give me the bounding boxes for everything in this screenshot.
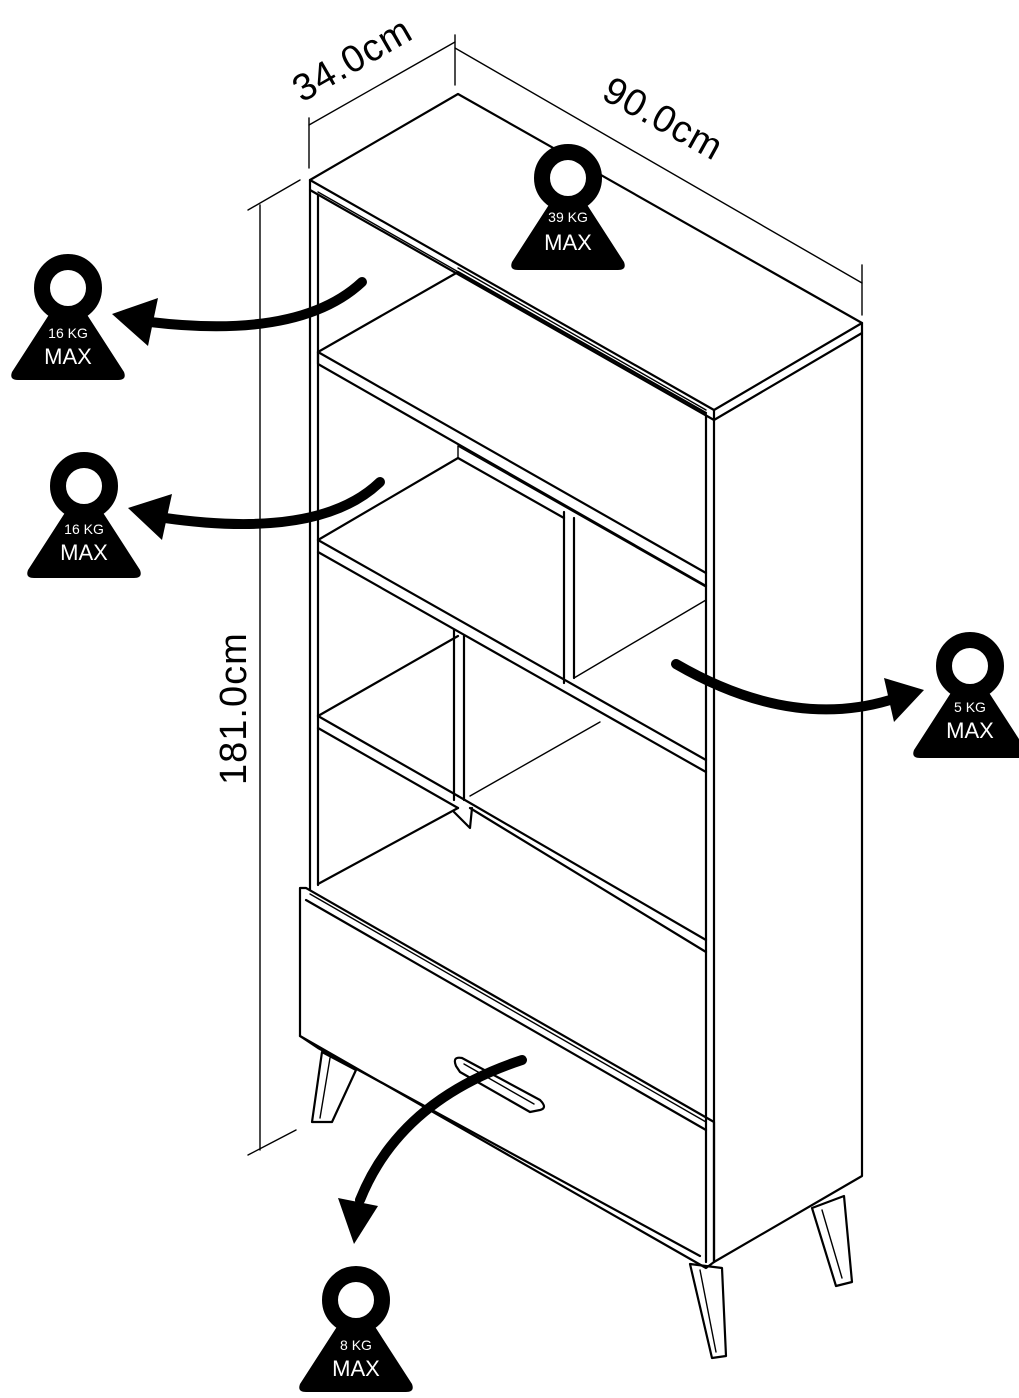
svg-text:16 KG: 16 KG (48, 325, 88, 341)
svg-text:MAX: MAX (332, 1356, 380, 1381)
weight-icon-shelf-upper: 16 KG MAX (11, 262, 125, 380)
dimension-lines (247, 34, 863, 1156)
svg-text:5 KG: 5 KG (954, 699, 986, 715)
width-dimension-label: 90.0cm (596, 69, 731, 169)
weight-icon-drawer: 8 KG MAX (299, 1274, 413, 1392)
svg-text:MAX: MAX (946, 718, 994, 743)
weight-icon-shelf-middle: 16 KG MAX (27, 460, 141, 578)
svg-text:16 KG: 16 KG (64, 521, 104, 537)
bookcase-drawing (298, 92, 864, 1360)
depth-dimension-label: 34.0cm (286, 9, 420, 111)
svg-text:39 KG: 39 KG (548, 209, 588, 225)
svg-text:8 KG: 8 KG (340, 1337, 372, 1353)
height-dimension-label: 181.0cm (213, 632, 255, 785)
svg-text:MAX: MAX (544, 230, 592, 255)
load-arrows (112, 277, 924, 1244)
svg-text:MAX: MAX (60, 540, 108, 565)
weight-icon-compartment-right: 5 KG MAX (913, 640, 1019, 758)
svg-text:MAX: MAX (44, 344, 92, 369)
weight-icon-top: 39 KG MAX (511, 152, 625, 270)
